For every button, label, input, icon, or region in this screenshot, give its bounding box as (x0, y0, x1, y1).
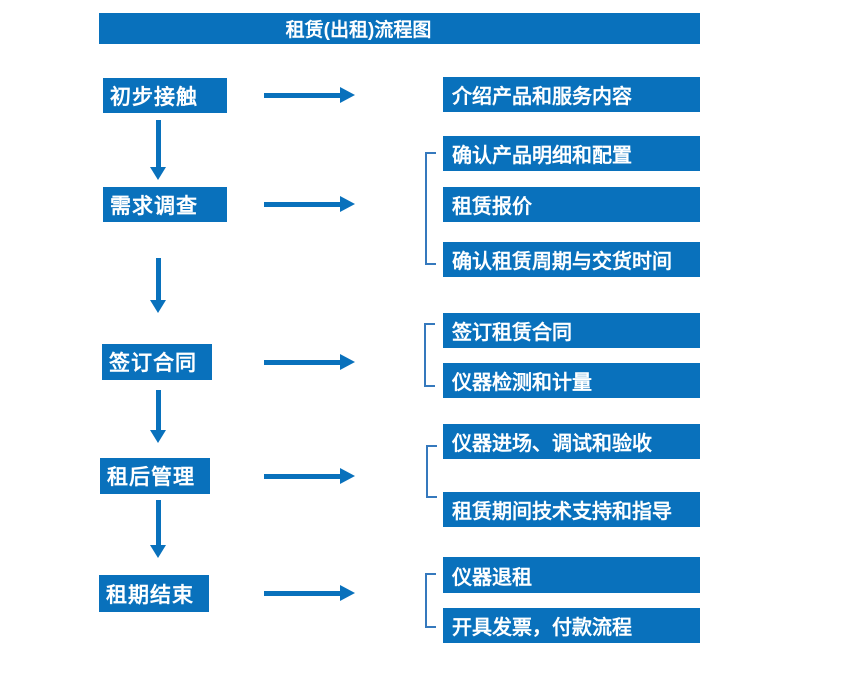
arrow-head (150, 430, 166, 443)
detail-box-technical-support: 租赁期间技术支持和指导 (443, 492, 700, 527)
detail-box-sign-rental-contract: 签订租赁合同 (443, 313, 700, 348)
group-bracket-demand-survey (425, 152, 436, 265)
arrow-right-icon (264, 585, 355, 601)
arrow-right-icon (264, 196, 355, 212)
step-label: 租期结束 (106, 583, 194, 607)
arrow-head (340, 196, 355, 212)
arrow-stem (155, 258, 161, 300)
detail-label: 确认租赁周期与交货时间 (452, 251, 672, 273)
detail-label: 签订租赁合同 (452, 322, 572, 344)
arrow-down-icon (150, 390, 166, 443)
detail-label: 介绍产品和服务内容 (452, 86, 632, 108)
step-label: 初步接触 (110, 85, 198, 109)
arrow-head (150, 545, 166, 558)
step-box-rental-end: 租期结束 (99, 575, 209, 612)
detail-box-instrument-setup-acceptance: 仪器进场、调试和验收 (443, 424, 700, 459)
detail-label: 确认产品明细和配置 (452, 145, 632, 167)
arrow-down-icon (150, 258, 166, 313)
arrow-head (150, 300, 166, 313)
detail-label: 租赁期间技术支持和指导 (452, 501, 672, 523)
group-bracket-rental-end (425, 573, 436, 628)
step-label: 签订合同 (109, 352, 197, 375)
arrow-stem (264, 201, 340, 207)
page-title: 租赁(出租)流程图 (285, 20, 432, 41)
arrow-stem (155, 120, 161, 167)
arrow-stem (264, 92, 340, 98)
detail-box-invoice-payment: 开具发票，付款流程 (443, 608, 700, 643)
detail-box-instrument-return: 仪器退租 (443, 557, 700, 593)
arrow-right-icon (264, 354, 355, 370)
arrow-right-icon (264, 468, 355, 484)
arrow-down-icon (150, 500, 166, 558)
arrow-stem (155, 390, 161, 430)
detail-label: 仪器进场、调试和验收 (452, 433, 652, 455)
step-box-post-rental-management: 租后管理 (100, 458, 210, 494)
arrow-stem (155, 500, 161, 545)
detail-box-introduce-products: 介绍产品和服务内容 (443, 77, 700, 112)
detail-box-confirm-period-delivery: 确认租赁周期与交货时间 (443, 242, 700, 277)
step-box-initial-contact: 初步接触 (103, 78, 227, 113)
detail-label: 租赁报价 (452, 196, 532, 218)
detail-box-instrument-inspection: 仪器检测和计量 (443, 363, 700, 398)
arrow-head (340, 354, 355, 370)
group-bracket-post-rental (426, 445, 437, 498)
detail-label: 仪器退租 (452, 566, 532, 589)
detail-label: 仪器检测和计量 (452, 372, 592, 394)
detail-box-confirm-product-config: 确认产品明细和配置 (443, 136, 700, 171)
step-box-demand-survey: 需求调查 (103, 187, 227, 222)
title-bar: 租赁(出租)流程图 (99, 13, 700, 44)
step-box-sign-contract: 签订合同 (102, 344, 212, 380)
detail-box-rental-quote: 租赁报价 (443, 187, 700, 222)
arrow-head (340, 468, 355, 484)
arrow-head (150, 167, 166, 180)
group-bracket-sign-contract (424, 323, 435, 387)
arrow-stem (264, 359, 340, 365)
arrow-head (340, 585, 355, 601)
arrow-right-icon (264, 87, 355, 103)
arrow-down-icon (150, 120, 166, 180)
arrow-stem (264, 590, 340, 596)
arrow-stem (264, 473, 340, 479)
step-label: 需求调查 (110, 194, 198, 218)
step-label: 租后管理 (107, 466, 195, 489)
arrow-head (340, 87, 355, 103)
detail-label: 开具发票，付款流程 (452, 617, 632, 639)
